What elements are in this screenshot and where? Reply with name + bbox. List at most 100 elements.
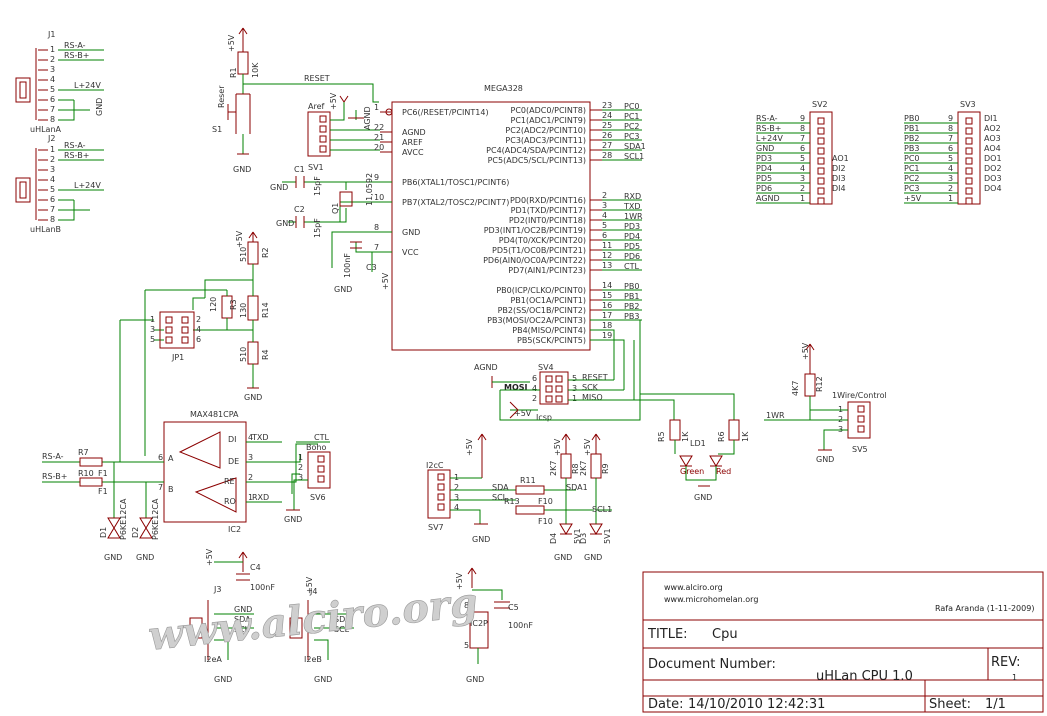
mcu-pin-label: PB3(MOSI/OC2A/PCINT3) [487, 316, 586, 325]
svg-text:MISO: MISO [582, 393, 603, 402]
header-ext-label: DO3 [984, 174, 1002, 183]
svg-text:3: 3 [454, 493, 459, 502]
header-sv6: CTL Boho 1 2 3 SV6 GND [284, 433, 331, 524]
svg-text:C5: C5 [508, 603, 519, 612]
svg-text:RESET: RESET [304, 74, 330, 83]
svg-text:GND: GND [472, 535, 490, 544]
connector-j1: J1 1 2 3 4 5 6 7 8 RS-A- RS-B+ L+24V uHL… [15, 30, 104, 134]
svg-text:4: 4 [50, 75, 55, 84]
decoupling-c4: +5V C4 100nF GND [205, 548, 275, 614]
svg-text:www.alciro.org: www.alciro.org [664, 583, 723, 592]
svg-text:uHLan CPU 1.0: uHLan CPU 1.0 [816, 669, 913, 684]
svg-text:RO: RO [224, 497, 236, 506]
svg-text:Aref: Aref [308, 102, 325, 111]
j1-name: uHLanA [30, 125, 62, 134]
svg-text:SCL: SCL [334, 625, 350, 634]
mcu-net-label: PB2 [624, 302, 639, 311]
mcu-pin-label: PD3(INT1/OC2B/PCINT19) [484, 226, 586, 235]
svg-text:C3: C3 [366, 263, 377, 272]
svg-text:510: 510 [239, 347, 248, 362]
mcu-pin-label: PD4(T0/XCK/PCINT20) [499, 236, 586, 245]
svg-text:F1: F1 [98, 469, 108, 478]
svg-text:JP1: JP1 [171, 353, 184, 362]
svg-text:D4: D4 [549, 533, 558, 544]
svg-text:C2: C2 [294, 205, 305, 214]
svg-text:2: 2 [298, 463, 303, 472]
svg-text:RE: RE [224, 477, 235, 486]
header-net-label: RS-A- [756, 114, 778, 123]
svg-text:GND: GND [234, 605, 252, 614]
svg-text:120: 120 [209, 297, 218, 312]
svg-text:SDA1: SDA1 [566, 483, 588, 492]
svg-text:R10: R10 [78, 469, 94, 478]
svg-text:L+24V: L+24V [74, 181, 101, 190]
svg-text:Q1: Q1 [331, 203, 340, 214]
svg-text:1: 1 [572, 394, 577, 403]
svg-text:3: 3 [248, 453, 253, 462]
mcu-pin-label: PB7(XTAL2/TOSC2/PCINT7) [402, 198, 509, 207]
svg-text:5: 5 [464, 641, 469, 650]
svg-text:uHLanB: uHLanB [30, 225, 61, 234]
mcu-net-label: TXD [623, 202, 641, 211]
svg-text:RS-A-: RS-A- [64, 141, 86, 150]
svg-text:J3: J3 [213, 585, 221, 594]
svg-text:GND: GND [276, 219, 294, 228]
header-ext-label: AO2 [984, 124, 1001, 133]
mcu-pin-number: 3 [602, 201, 607, 210]
mcu-pin-label: PB6(XTAL1/TOSC1/PCINT6) [402, 178, 509, 187]
svg-text:MAX481CPA: MAX481CPA [190, 410, 239, 419]
svg-text:GND: GND [233, 165, 251, 174]
header-pin-number: 8 [800, 124, 805, 133]
svg-text:+5V: +5V [465, 438, 474, 456]
mcu-pin-label: PD2(INT0/PCINT18) [509, 216, 586, 225]
svg-text:I2eB: I2eB [304, 655, 322, 664]
header-net-label: PD3 [756, 154, 772, 163]
svg-text:5V1: 5V1 [573, 528, 582, 544]
svg-text:3: 3 [150, 325, 155, 334]
svg-text:GND: GND [104, 553, 122, 562]
svg-text:1: 1 [1012, 673, 1017, 682]
svg-text:D2: D2 [131, 527, 140, 538]
svg-text:2: 2 [50, 55, 55, 64]
mcu-pin-label: PD0(RXD/PCINT16) [510, 196, 586, 205]
svg-text:I2eA: I2eA [204, 655, 222, 664]
svg-text:L+24V: L+24V [74, 81, 101, 90]
mcu-pin-label: PB5(SCK/PCINT5) [517, 336, 586, 345]
svg-text:11,0592: 11,0592 [365, 173, 374, 206]
header-pin-number: 3 [948, 174, 953, 183]
svg-text:GND: GND [270, 183, 288, 192]
header-pin-number: 4 [948, 164, 953, 173]
header-pin-number: 5 [948, 154, 953, 163]
mcu-pin-label: PB0(ICP/CLKO/PCINT0) [496, 286, 586, 295]
mcu-pin-number: 10 [374, 193, 384, 202]
header-ext-label: DO4 [984, 184, 1002, 193]
svg-text:DI: DI [228, 435, 237, 444]
header-isp-sv4: AGND SV4 6 5 4 3 2 1 RESET SCK MISO MOSI… [474, 319, 641, 422]
rs485-transceiver: MAX481CPA IC2 A B DI DE RE RO 6 7 4 3 2 … [42, 410, 318, 562]
title-block: www.alciro.org www.microhomelan.org Rafa… [642, 571, 1044, 713]
svg-text:5: 5 [572, 374, 577, 383]
header-sv1: Aref SV1 +5V AGND [307, 92, 380, 172]
header-pin-number: 1 [948, 194, 953, 203]
svg-text:1: 1 [50, 45, 55, 54]
svg-text:P6KE12CA: P6KE12CA [151, 498, 160, 540]
svg-text:1: 1 [150, 315, 155, 324]
svg-text:SDA: SDA [234, 615, 251, 624]
mcu-net-label: PC3 [624, 132, 640, 141]
mcu-pin-number: 5 [602, 221, 607, 230]
svg-text:7: 7 [50, 105, 55, 114]
svg-text:D1: D1 [99, 527, 108, 538]
svg-text:R13: R13 [504, 497, 520, 506]
mcu-pin-label: AREF [402, 138, 423, 147]
header-ext-label: DI4 [832, 184, 846, 193]
mcu-net-label: SDA1 [624, 142, 646, 151]
svg-text:1: 1 [248, 493, 253, 502]
mcu-pin-label: PC4(ADC4/SDA/PCINT12) [486, 146, 586, 155]
svg-text:1WR: 1WR [766, 411, 785, 420]
header-net-label: +5V [904, 194, 922, 203]
svg-text:Document Number:: Document Number: [648, 657, 776, 672]
mcu-pin-label: PC1(ADC1/PCINT9) [511, 116, 586, 125]
svg-text:J4: J4 [309, 587, 317, 596]
svg-text:4: 4 [50, 175, 55, 184]
mcu-pin-number: 16 [602, 301, 612, 310]
